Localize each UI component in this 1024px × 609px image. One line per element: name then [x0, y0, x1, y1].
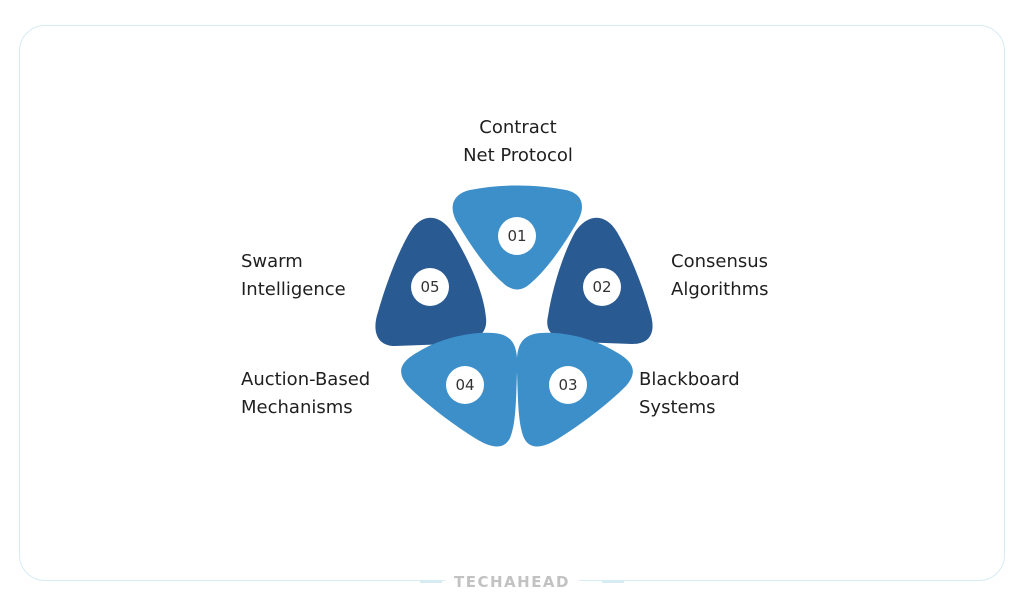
label-03: Blackboard Systems [639, 366, 740, 422]
label-02-line1: Consensus [671, 251, 769, 272]
label-04-line1: Auction-Based [241, 369, 371, 390]
label-05-line1: Swarm [241, 251, 303, 272]
label-01: Contract Net Protocol [445, 114, 591, 170]
label-02-line2: Algorithms [671, 279, 769, 300]
brand-logo: TECHAHEAD [445, 573, 579, 591]
label-05-line2: Intelligence [241, 279, 346, 300]
number-badge-03: 03 [549, 366, 587, 404]
badge-text-03: 03 [558, 376, 577, 394]
label-03-line2: Systems [639, 397, 716, 418]
label-02: Consensus Algorithms [671, 248, 769, 304]
badge-text-05: 05 [420, 278, 439, 296]
label-04-line2: Mechanisms [241, 397, 353, 418]
badge-text-02: 02 [592, 278, 611, 296]
label-01-line2: Net Protocol [463, 145, 573, 166]
footer-divider-right [602, 581, 624, 583]
badge-text-01: 01 [507, 227, 526, 245]
label-01-line1: Contract [479, 117, 557, 138]
label-03-line1: Blackboard [639, 369, 740, 390]
label-05: Swarm Intelligence [241, 248, 346, 304]
number-badge-04: 04 [446, 366, 484, 404]
label-04: Auction-Based Mechanisms [241, 366, 370, 422]
badge-text-04: 04 [455, 376, 474, 394]
number-badge-05: 05 [411, 268, 449, 306]
number-badge-02: 02 [583, 268, 621, 306]
footer-divider-left [420, 581, 442, 583]
number-badge-01: 01 [498, 217, 536, 255]
